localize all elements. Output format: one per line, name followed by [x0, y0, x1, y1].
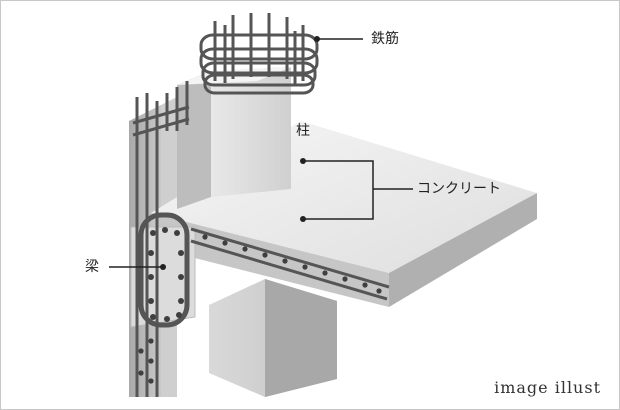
slab-bar-top: [190, 227, 390, 289]
wall-bars: [132, 81, 190, 397]
upper-column-front-over: [211, 67, 291, 197]
leader-markers: [160, 36, 320, 270]
leader-lines: [109, 38, 413, 268]
upper-column-side-over: [177, 71, 211, 209]
column-rebar-cage: [199, 13, 319, 95]
slab-bar-dots: [202, 234, 382, 294]
rebar-label: 鉄筋: [371, 31, 399, 47]
column-label: 柱: [296, 123, 310, 139]
concrete-label: コンクリート: [417, 181, 501, 197]
beam-stirrup: [138, 212, 190, 328]
lower-column-side: [265, 279, 337, 397]
image-caption: image illust: [494, 378, 601, 397]
beam-bars: [148, 227, 184, 322]
beam-label: 梁: [85, 259, 99, 275]
wall-bar-dots: [138, 338, 154, 384]
slab-bar-bottom: [190, 239, 388, 301]
slab-side-edge: [389, 193, 537, 307]
